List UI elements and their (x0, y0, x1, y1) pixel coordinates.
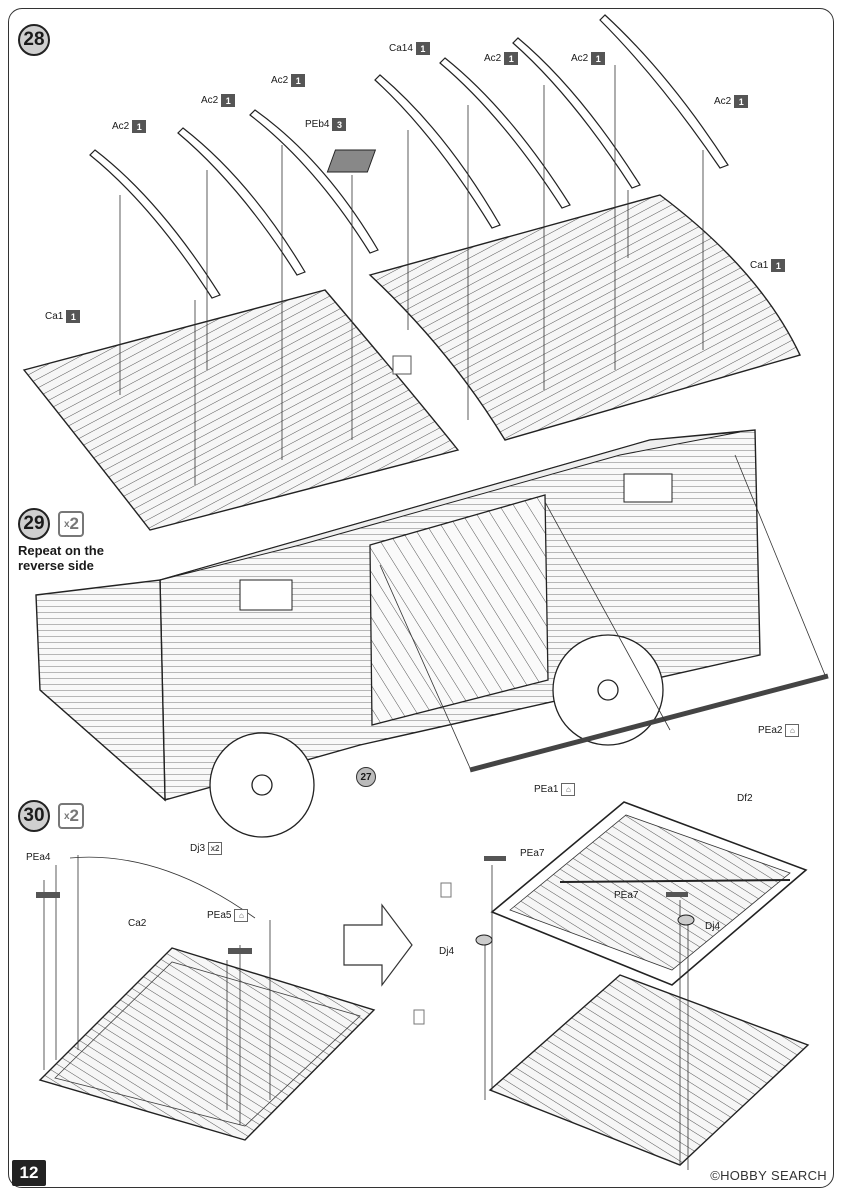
dj4-bushings (475, 914, 695, 946)
hint-icon (440, 882, 452, 898)
part-label: Df2 (737, 793, 753, 804)
peb4-plate (326, 149, 377, 173)
pea7-hinges (484, 856, 688, 897)
wheels (209, 634, 664, 838)
door-frame-df2 (490, 801, 808, 986)
hinge-brackets (36, 892, 252, 954)
part-label: Dj4 (439, 946, 455, 957)
part-label: PEa5⌂ (207, 909, 249, 922)
door-panel-lower (488, 974, 810, 1166)
step-29-note: Repeat on the reverse side (18, 543, 104, 573)
guide-lines (119, 65, 704, 485)
watermark: ©HOBBY SEARCH (710, 1168, 827, 1183)
part-label: PEa4 (26, 852, 51, 863)
photo-etch-icon: ⌂ (234, 909, 249, 922)
step-28: 28 (18, 24, 50, 56)
part-label: Ca2 (128, 918, 147, 929)
step30-guides (43, 855, 271, 1125)
part-label: PEa2⌂ (758, 724, 800, 737)
part-label: PEa7 (614, 890, 639, 901)
part-label: Dj4 (705, 921, 721, 932)
roof-panel-right (368, 194, 801, 441)
step-number: 28 (18, 24, 50, 56)
part-label: PEa7 (520, 848, 545, 859)
hint-icon (413, 1009, 425, 1025)
roof-panel-left (22, 289, 460, 531)
page-number: 12 (12, 1160, 46, 1186)
step-number: 30 (18, 800, 50, 832)
pea1-rail (469, 673, 829, 773)
df2-guides (484, 865, 689, 1170)
wagon-body (35, 429, 761, 802)
roof-arches (89, 14, 729, 299)
part-label: PEa1⌂ (534, 783, 576, 796)
step-number: 29 (18, 508, 50, 540)
page-frame (8, 8, 834, 1188)
arrow-icon (343, 903, 413, 987)
door-panel-ca2 (38, 947, 376, 1141)
photo-etch-icon: ⌂ (561, 783, 576, 796)
hint-icon (392, 355, 412, 375)
subassembly-ref-badge: 27 (356, 767, 376, 787)
photo-etch-icon: ⌂ (785, 724, 800, 737)
